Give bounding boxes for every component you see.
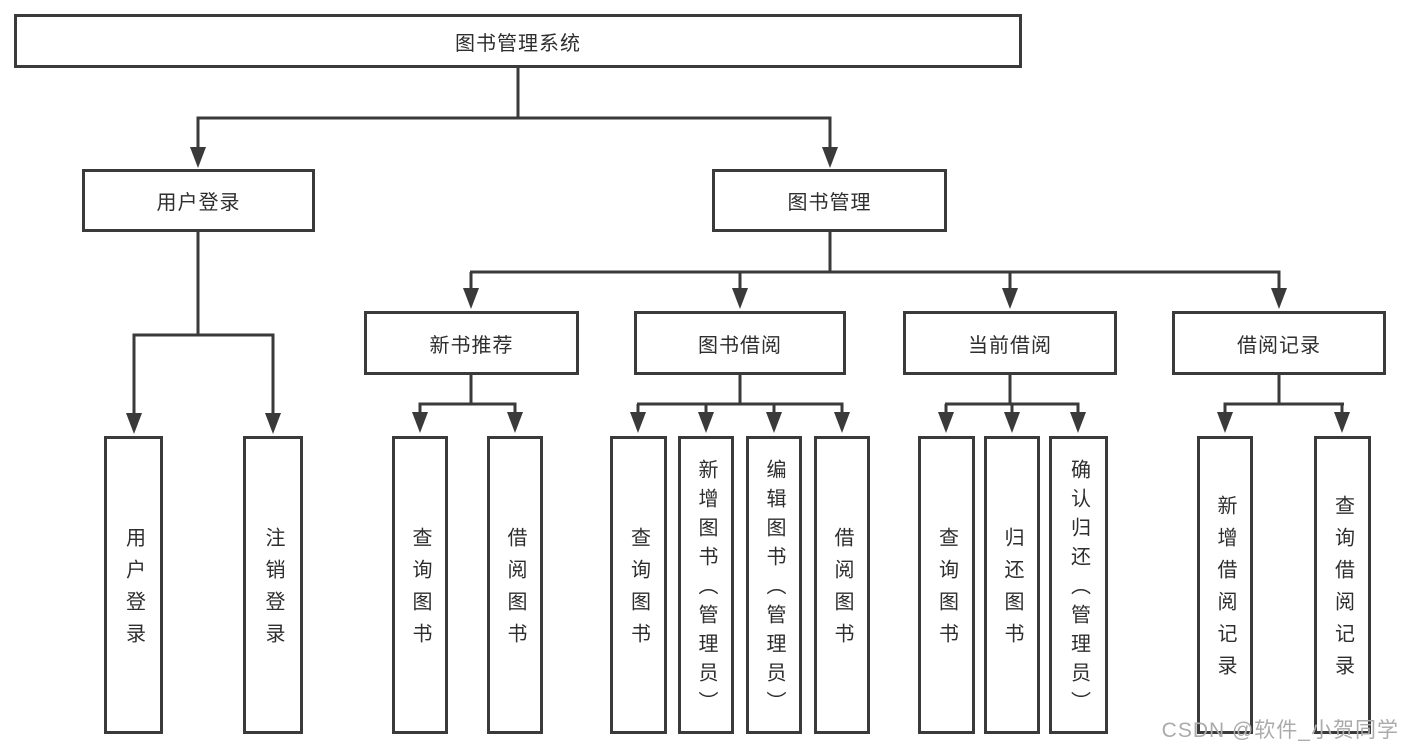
node-label: 编辑图书（管理员） <box>763 459 785 720</box>
leaf-confirm-return-admin: 确认归还（管理员） <box>1049 436 1108 734</box>
node-label: 注销登录 <box>262 527 284 655</box>
csdn-watermark: CSDN @软件_小贺同学 <box>1161 719 1399 742</box>
node-label: 新书推荐 <box>429 334 514 357</box>
node-label: 图书管理 <box>787 192 872 214</box>
node-label: 归还图书 <box>1001 527 1023 655</box>
node-user-login: 用户登录 <box>82 169 315 232</box>
node-current-borrow: 当前借阅 <box>903 311 1117 375</box>
connector-currentborrow-to-leaves <box>938 375 1086 433</box>
leaf-edit-book-admin: 编辑图书（管理员） <box>746 436 802 734</box>
node-label: 新增借阅记录 <box>1214 495 1236 687</box>
leaf-add-book-admin: 新增图书（管理员） <box>678 436 734 734</box>
node-label: 用户登录 <box>156 192 241 214</box>
node-label: 借阅图书 <box>831 527 853 655</box>
node-label: 用户登录 <box>122 527 145 655</box>
leaf-query-book-recommend: 查询图书 <box>392 436 448 734</box>
node-label: 查询借阅记录 <box>1331 495 1354 687</box>
leaf-add-borrow-record: 新增借阅记录 <box>1197 436 1253 734</box>
leaf-query-book-current: 查询图书 <box>918 436 975 734</box>
node-label: 新增图书（管理员） <box>695 459 717 720</box>
leaf-user-login: 用户登录 <box>104 436 163 734</box>
node-label: 图书管理系统 <box>455 32 581 55</box>
leaf-borrow-book: 借阅图书 <box>814 436 870 734</box>
connector-userlogin-to-leaves <box>126 232 281 434</box>
connector-borrowrecord-to-leaves <box>1217 375 1350 433</box>
node-label: 借阅图书 <box>504 527 526 655</box>
node-label: 当前借阅 <box>968 334 1052 357</box>
leaf-borrow-book-recommend: 借阅图书 <box>487 436 543 734</box>
leaf-logout: 注销登录 <box>243 436 303 734</box>
node-label: 借阅记录 <box>1237 334 1321 357</box>
connector-newbookrec-to-leaves <box>412 375 523 433</box>
leaf-query-book-borrowsec: 查询图书 <box>610 436 667 734</box>
node-label: 图书借阅 <box>698 334 782 357</box>
node-new-book-recommend: 新书推荐 <box>364 311 579 375</box>
node-library-management-system: 图书管理系统 <box>14 14 1022 68</box>
connector-root-to-level2 <box>190 68 838 168</box>
node-book-borrow: 图书借阅 <box>634 311 846 375</box>
node-book-management: 图书管理 <box>712 169 947 232</box>
leaf-query-borrow-record: 查询借阅记录 <box>1314 436 1371 734</box>
node-label: 查询图书 <box>935 527 958 655</box>
connector-bookborrow-to-leaves <box>630 375 850 433</box>
node-label: 查询图书 <box>627 527 650 655</box>
leaf-return-book: 归还图书 <box>984 436 1040 734</box>
connector-bookmgmt-to-level3 <box>463 232 1287 309</box>
node-label: 确认归还（管理员） <box>1067 459 1090 720</box>
node-borrow-record: 借阅记录 <box>1172 311 1386 375</box>
node-label: 查询图书 <box>409 527 431 655</box>
